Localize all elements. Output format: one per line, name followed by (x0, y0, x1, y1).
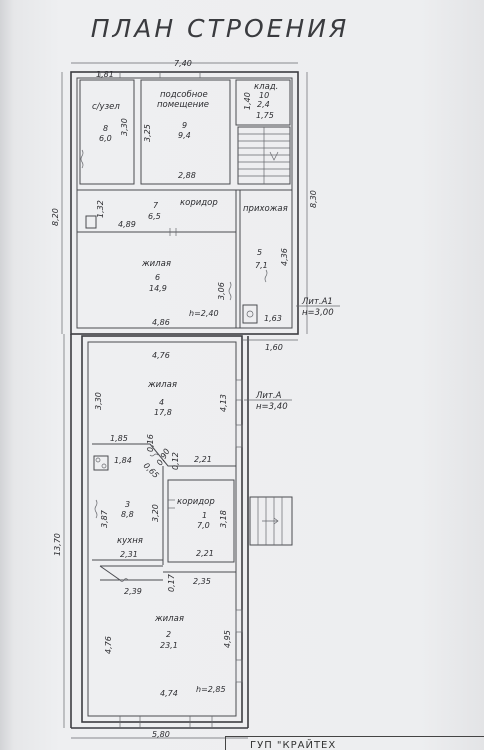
dim-235: 2,35 (193, 577, 211, 586)
lower-partitions (92, 443, 236, 582)
dim-175: 1,75 (256, 111, 274, 120)
room-10-outline (235, 79, 291, 126)
dim-h285: h=2,85 (196, 685, 226, 694)
room-3-name: кухня (117, 536, 143, 546)
lower-block-walls (70, 334, 249, 729)
room-6-name: жилая (141, 259, 171, 269)
room-9-outline (140, 79, 231, 185)
dim-495: 4,95 (223, 630, 232, 648)
upper-outer-wall (70, 71, 299, 335)
room-9-name-2: помещение (157, 100, 209, 110)
room-9-number: 9 (182, 121, 187, 130)
dim-221b: 2,21 (196, 549, 214, 558)
dim-387: 3,87 (100, 509, 109, 528)
dim-163: 1,63 (264, 314, 282, 323)
dim-h240: h=2,40 (189, 309, 219, 318)
room-4-area: 17,8 (154, 408, 172, 417)
room-7-area: 6,5 (148, 212, 161, 221)
room-5-number: 5 (257, 248, 262, 257)
dim-top-width: 7,40 (174, 59, 192, 68)
dim-330a: 3,30 (120, 118, 129, 136)
title-block-frame (225, 736, 484, 750)
room-11-name: прихожая (243, 204, 288, 214)
room-1-name: коридор (177, 497, 215, 507)
dim-486: 4,86 (152, 318, 170, 327)
title-block-text: ГУП "КРАЙТЕХ (250, 740, 337, 750)
dim-474: 4,74 (160, 689, 178, 698)
stove-symbol (242, 304, 258, 324)
room-5-area: 7,1 (255, 261, 268, 270)
room-1-area: 7,0 (197, 521, 210, 530)
dim-288: 2,88 (178, 171, 196, 180)
dimension-lines (61, 62, 340, 739)
dim-325: 3,25 (143, 124, 152, 142)
dim-185: 1,85 (110, 434, 128, 443)
plan-title: ПЛАН СТРОЕНИЯ (90, 14, 350, 43)
dim-090: 0,90 (155, 447, 172, 467)
room-6-area: 14,9 (149, 284, 167, 293)
dim-160: 1,60 (265, 343, 283, 352)
dim-left-upper: 8,20 (51, 208, 60, 226)
room-7-name: коридор (180, 198, 218, 208)
dim-231: 2,31 (120, 550, 138, 559)
liter-a1-name: Лит.А1 (301, 297, 333, 307)
dim-140: 1,40 (243, 92, 252, 110)
lower-outer-wall (81, 335, 243, 723)
dim-right-upper: 8,30 (309, 190, 318, 208)
room-8-outline (79, 79, 135, 185)
room-10-area: 2,4 (257, 100, 270, 109)
upper-block-walls (70, 71, 299, 335)
room-3-number: 3 (125, 500, 130, 509)
room-8-number: 8 (103, 124, 108, 133)
dim-017: 0,17 (167, 573, 176, 592)
dim-476: 4,76 (152, 351, 170, 360)
room-6-number: 6 (155, 273, 160, 282)
room-10-name: клад. (254, 82, 278, 92)
upper-partitions (77, 79, 292, 328)
dim-184: 1,84 (114, 456, 132, 465)
dim-left-total: 13,70 (53, 533, 62, 556)
dim-436: 4,36 (280, 248, 289, 266)
sink-symbol (85, 215, 97, 229)
dim-132: 1,32 (96, 200, 105, 218)
dim-012: 0,12 (171, 452, 180, 470)
room-2-number: 2 (166, 630, 171, 639)
room-2-name: жилая (154, 614, 184, 624)
upper-inner-wall (76, 77, 293, 329)
dim-239: 2,39 (124, 587, 142, 596)
dim-476b: 4,76 (104, 636, 113, 654)
dim-413: 4,13 (219, 394, 228, 412)
room-9-name-1: подсобное (160, 90, 208, 100)
dim-016: 0,16 (146, 434, 155, 452)
room-1-number: 1 (202, 511, 207, 520)
room-3-area: 8,8 (121, 510, 134, 519)
dim-221a: 2,21 (194, 455, 212, 464)
room-10-number: 10 (259, 91, 269, 100)
stairs-steps (238, 127, 290, 184)
room-2-area: 23,1 (160, 641, 178, 650)
plan-labels: 7,40 1,81 с/узел 8 6,0 3,30 подсобное по… (51, 59, 334, 739)
room-7-number: 7 (153, 201, 159, 210)
kitchen-stove-symbol (93, 455, 109, 471)
dim-306: 3,06 (217, 282, 226, 300)
room-8-name: с/узел (92, 102, 120, 112)
room-4-name: жилая (147, 380, 177, 390)
entrance-porch (249, 496, 293, 546)
room-1-outline (167, 479, 235, 563)
liter-a1-height: н=3,00 (302, 308, 334, 318)
dim-bottom-width: 5,80 (152, 730, 170, 739)
room-4-number: 4 (159, 398, 164, 407)
dim-320: 3,20 (151, 504, 160, 522)
dim-489: 4,89 (118, 220, 136, 229)
dim-318: 3,18 (219, 510, 228, 528)
room-9-area: 9,4 (178, 131, 191, 140)
lower-inner-wall (87, 341, 237, 717)
liter-a-name: Лит.А (255, 391, 282, 401)
room-8-area: 6,0 (99, 134, 112, 143)
liter-a-height: н=3,40 (256, 402, 288, 412)
dim-181: 1,81 (96, 70, 114, 79)
dim-330b: 3,30 (94, 392, 103, 410)
